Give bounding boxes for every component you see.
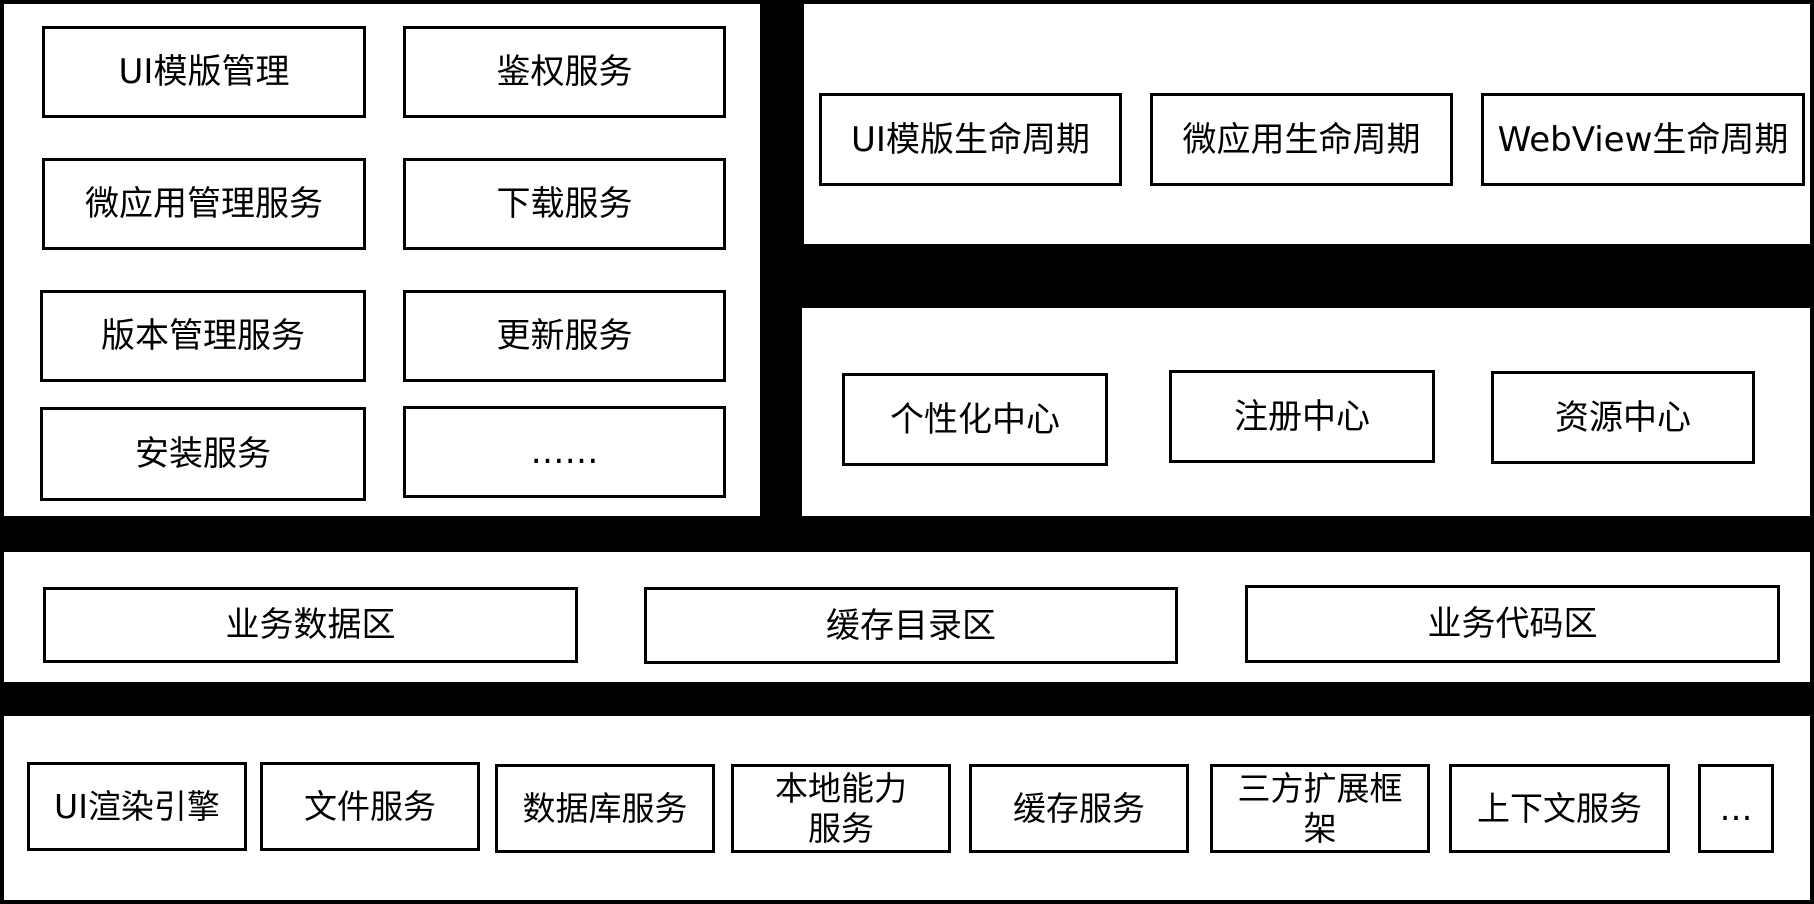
webview-lifecycle-box: WebView生命周期: [1481, 93, 1805, 186]
update-service-box: 更新服务: [403, 290, 726, 382]
version-management-box: 版本管理服务: [40, 290, 366, 382]
cache-service-box: 缓存服务: [969, 764, 1189, 853]
third-party-extension-framework-box: 三方扩展框 架: [1210, 764, 1430, 853]
more-base-services-box: …: [1698, 764, 1774, 853]
install-service-box: 安装服务: [40, 407, 366, 501]
resource-center-box: 资源中心: [1491, 371, 1755, 464]
native-capability-service-box: 本地能力 服务: [731, 764, 951, 853]
personalization-center-box: 个性化中心: [842, 373, 1108, 466]
context-service-box: 上下文服务: [1449, 764, 1670, 853]
ui-render-engine-box: UI渲染引擎: [27, 762, 247, 851]
micro-app-management-box: 微应用管理服务: [42, 158, 366, 250]
business-data-area-box: 业务数据区: [43, 587, 578, 663]
file-service-box: 文件服务: [260, 762, 480, 851]
cache-directory-area-box: 缓存目录区: [644, 587, 1178, 664]
auth-service-box: 鉴权服务: [403, 26, 726, 118]
more-services-box: ……: [403, 406, 726, 498]
database-service-box: 数据库服务: [495, 764, 715, 853]
registry-center-box: 注册中心: [1169, 370, 1435, 463]
business-code-area-box: 业务代码区: [1245, 585, 1780, 663]
micro-app-lifecycle-box: 微应用生命周期: [1150, 93, 1453, 186]
download-service-box: 下载服务: [403, 158, 726, 250]
ui-template-lifecycle-box: UI模版生命周期: [819, 93, 1122, 186]
ui-template-management-box: UI模版管理: [42, 26, 366, 118]
